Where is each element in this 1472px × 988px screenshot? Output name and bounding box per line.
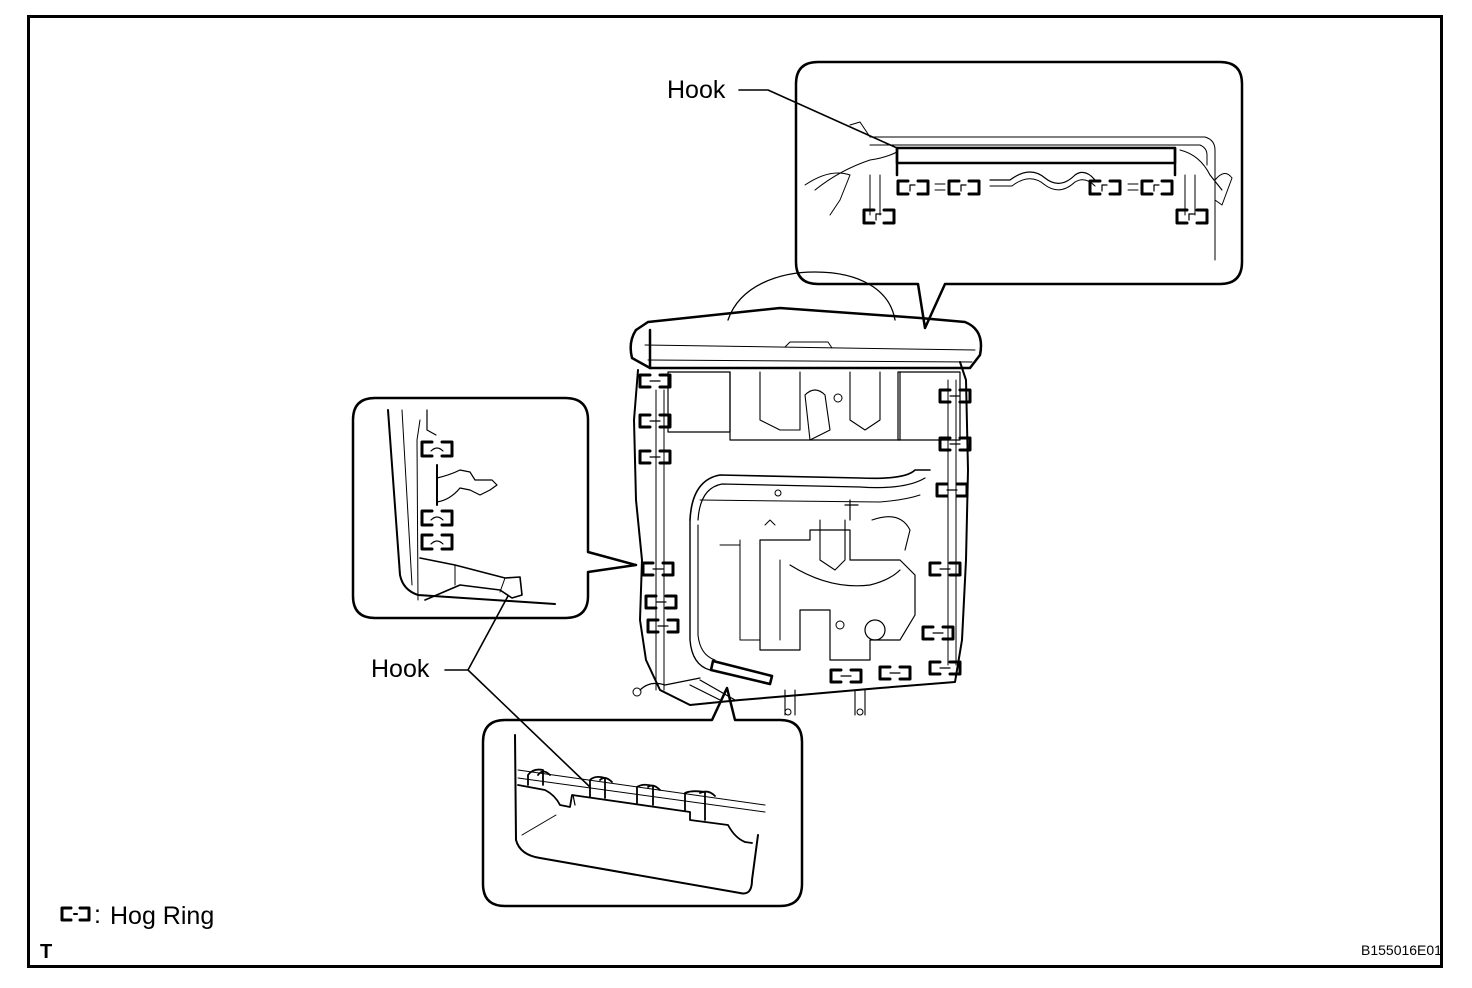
hog-ring-icon xyxy=(641,561,675,577)
hog-ring-icon xyxy=(644,594,678,610)
diagram-frame xyxy=(27,15,1443,968)
hog-ring-icon xyxy=(938,388,972,404)
hog-ring-icon xyxy=(638,373,672,389)
hog-ring-icon xyxy=(829,668,863,684)
detail-callout-top xyxy=(794,60,1244,330)
legend-separator: : xyxy=(94,901,101,929)
hog-ring-icon xyxy=(928,660,962,676)
hog-ring-icon xyxy=(935,482,969,498)
hog-ring-icon xyxy=(420,440,454,458)
hog-ring-icon xyxy=(1088,179,1122,196)
leader-lines xyxy=(444,89,898,788)
hog-ring-icon xyxy=(938,436,972,452)
hog-ring-icon xyxy=(878,665,912,681)
hook-top-leader xyxy=(738,89,898,149)
hook-label-left: Hook xyxy=(371,655,430,683)
seat-back-assembly xyxy=(629,271,983,716)
hog-ring-icon xyxy=(638,449,672,465)
detail-callout-left xyxy=(351,396,638,620)
hog-ring-icon xyxy=(638,413,672,429)
hog-ring-icon xyxy=(896,179,930,196)
legend-label: Hog Ring xyxy=(110,902,215,930)
hook-left-leader xyxy=(444,595,591,788)
hook-label-top: Hook xyxy=(667,76,726,104)
hog-ring-icon xyxy=(1140,179,1174,196)
hog-ring-icon xyxy=(1175,208,1209,225)
detail-callout-bottom xyxy=(481,686,804,908)
hog-ring-icon xyxy=(420,509,454,527)
hog-ring-icon xyxy=(646,618,680,634)
hog-ring-icon xyxy=(921,625,955,641)
hog-ring-legend-icon xyxy=(60,906,91,922)
hog-ring-icon xyxy=(947,179,981,196)
corner-letter: T xyxy=(40,941,53,963)
hog-ring-icon xyxy=(420,533,454,551)
hog-ring-icon xyxy=(862,208,896,225)
figure-id: B155016E01 xyxy=(1361,942,1442,958)
hog-ring-markers xyxy=(638,373,972,684)
hog-ring-icon xyxy=(928,561,962,577)
